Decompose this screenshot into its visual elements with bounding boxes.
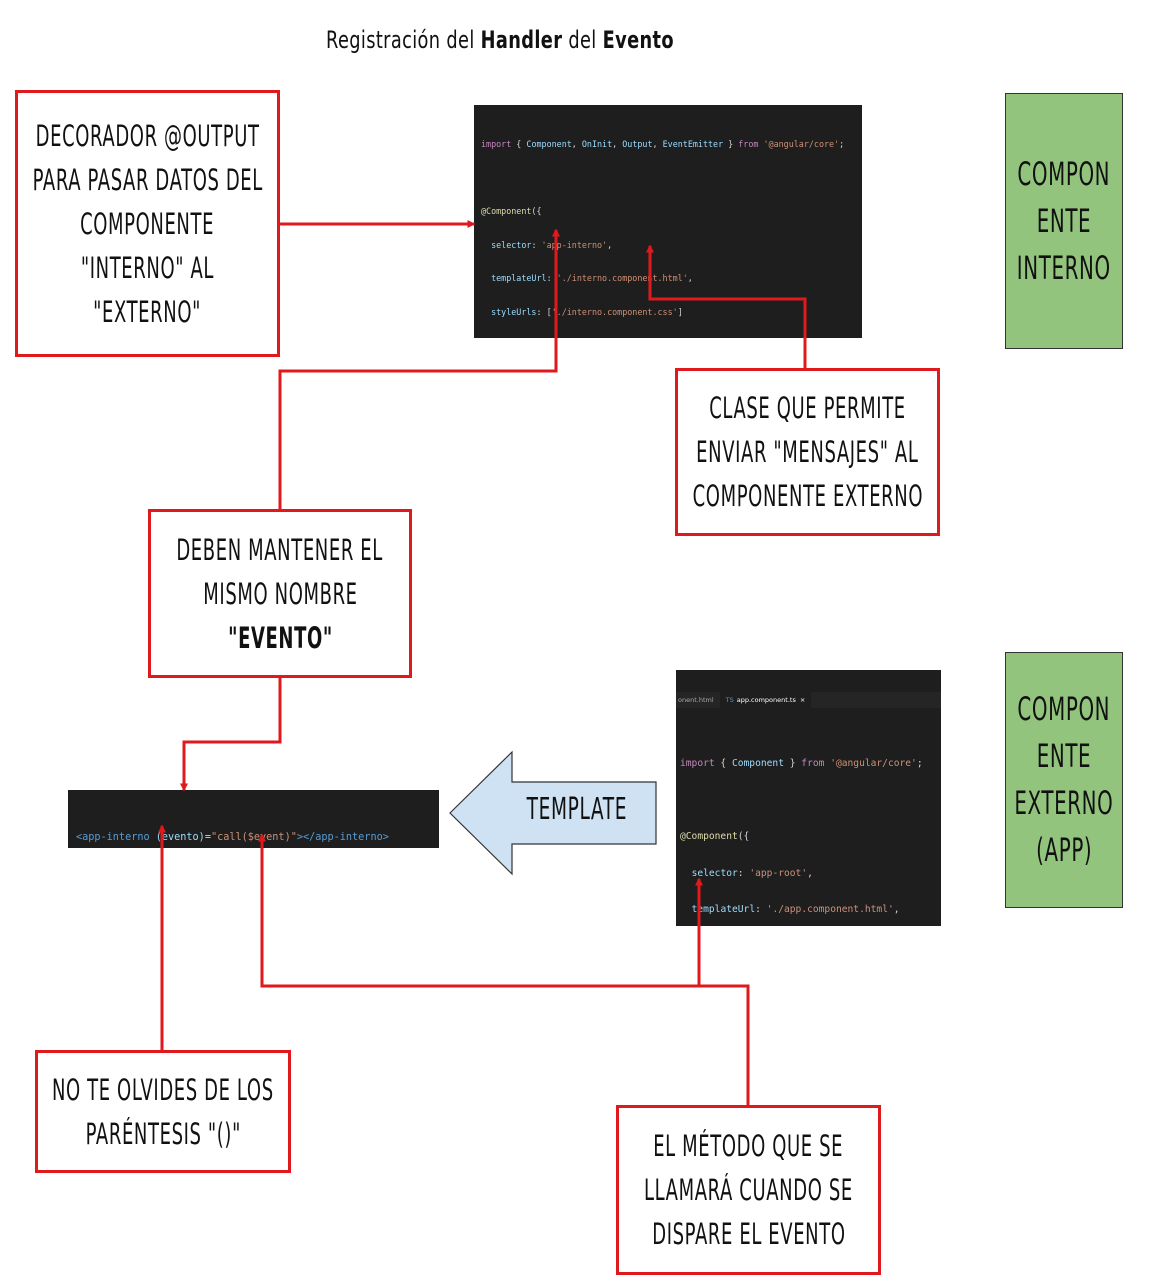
title-part-4: Evento <box>602 26 674 54</box>
code-line: selector: 'app-interno', <box>491 239 613 250</box>
callout-emitter-class: Clase que permite enviar "MENSAJES" al c… <box>675 368 940 536</box>
component-label-line: compon <box>1017 154 1111 193</box>
template-code-line: <app-interno (evento)="call($event)"></a… <box>76 832 389 843</box>
editor-tab-active[interactable]: TS app.component.ts × <box>719 692 812 708</box>
callout-line: paréntesis "()" <box>85 1116 241 1151</box>
editor-tab-active-label: app.component.ts <box>736 696 796 704</box>
component-label-line: ente <box>1036 737 1092 775</box>
callout-line: componente externo <box>692 479 923 513</box>
diagram-title: Registración del Handler del Evento <box>130 26 870 54</box>
callout-line: Deben mantener el <box>176 532 384 567</box>
close-icon[interactable]: × <box>799 696 806 704</box>
typescript-icon: TS <box>725 696 734 704</box>
component-label-line: compon <box>1017 690 1111 728</box>
callout-line: enviar "MENSAJES" al <box>696 435 919 469</box>
callout-line: decorador @output <box>35 118 260 153</box>
app-component-code: onent.html TS app.component.ts × import … <box>676 670 941 926</box>
title-part-2: Handler <box>480 26 563 54</box>
component-label-line: (app) <box>1035 831 1093 869</box>
connector-method-to-template-call <box>258 833 750 1105</box>
code-line: @Component({ <box>680 831 750 842</box>
template-code: <app-interno (evento)="call($event)"></a… <box>68 790 439 848</box>
callout-line: llamará cuando se <box>644 1173 853 1207</box>
title-part-1: Registración del <box>326 26 481 54</box>
connector-name-to-template-evento <box>180 677 282 792</box>
callout-line: componente <box>80 206 215 241</box>
component-label-line: Interno <box>1017 248 1111 287</box>
component-label-line: Externo <box>1014 784 1114 822</box>
code-line: selector: 'app-root', <box>691 867 813 879</box>
template-arrow-label: Template <box>526 792 628 827</box>
callout-line: No te olvides de los <box>52 1072 274 1107</box>
callout-method: el método que se llamará cuando se dispa… <box>616 1105 881 1275</box>
callout-line: "interno" al <box>80 250 215 285</box>
component-label-line: ente <box>1036 201 1092 240</box>
code-line: @Component({ <box>481 206 542 217</box>
template-block-arrow <box>449 750 657 876</box>
callout-line: dispare el evento <box>651 1217 846 1251</box>
code-line: templateUrl: './interno.component.html', <box>491 273 693 284</box>
code-line: import { Component, OnInit, Output, Even… <box>481 139 845 149</box>
editor-tab-partial[interactable]: onent.html <box>678 696 714 704</box>
callout-line: mismo nombre <box>202 576 358 611</box>
connector-method-to-app-call <box>695 877 748 988</box>
callout-line: "evento" <box>227 620 333 655</box>
callout-line: Clase que permite <box>709 391 906 425</box>
callout-decorator-output: decorador @output para pasar datos del c… <box>15 90 280 357</box>
connector-class-to-eventemitter <box>646 244 807 368</box>
callout-line: el método que se <box>653 1129 844 1163</box>
callout-line: para pasar datos del <box>32 162 263 197</box>
code-line: templateUrl: './app.component.html', <box>691 904 900 915</box>
code-line: import { Component } from '@angular/core… <box>680 758 923 769</box>
external-component-label: compon ente Externo (app) <box>1005 652 1123 908</box>
editor-tab-bar: onent.html TS app.component.ts × <box>676 692 941 708</box>
callout-parentheses: No te olvides de los paréntesis "()" <box>35 1050 291 1173</box>
code-line: styleUrls: ['./interno.component.css'] <box>491 306 683 317</box>
connector-name-to-evento-field <box>278 228 560 510</box>
title-part-3: del <box>562 26 603 54</box>
callout-same-name: Deben mantener el mismo nombre "evento" <box>148 509 412 678</box>
internal-component-label: compon ente Interno <box>1005 93 1123 349</box>
callout-line: "externo" <box>93 294 202 329</box>
